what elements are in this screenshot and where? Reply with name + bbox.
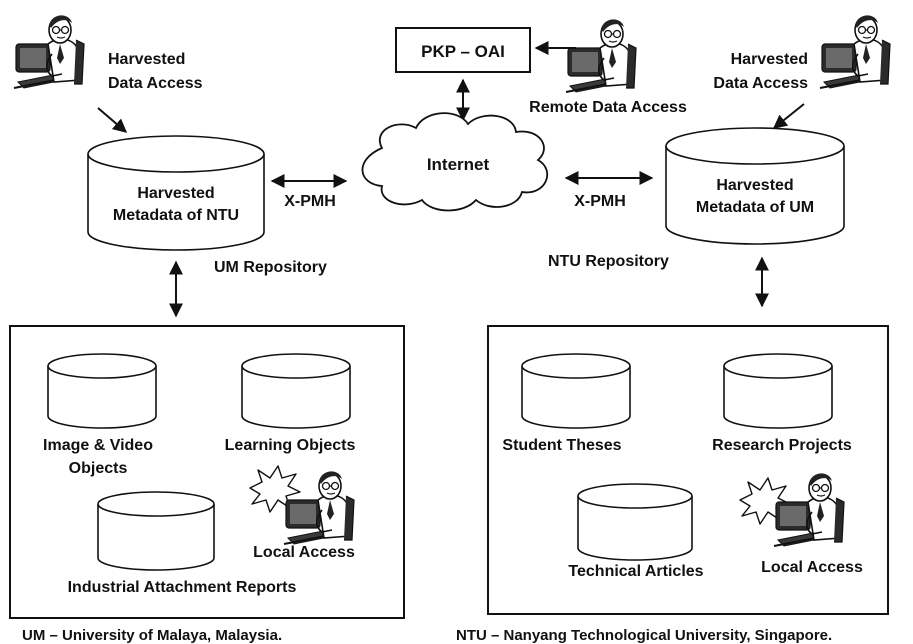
right-harvested-access-label-1: Harvested xyxy=(731,51,808,68)
um-repository-label: UM Repository xyxy=(214,259,327,276)
ntu-metadata-label-1: Harvested xyxy=(137,185,214,202)
technical-articles-label: Technical Articles xyxy=(568,563,703,580)
right-xpmh-label: X-PMH xyxy=(574,193,626,210)
um-caption: UM – University of Malaya, Malaysia. xyxy=(22,627,282,644)
image-video-label-1: Image & Video xyxy=(43,437,153,454)
left-harvested-access-label-2: Data Access xyxy=(108,75,203,92)
um-metadata-label-2: Metadata of UM xyxy=(696,199,814,216)
internet-label: Internet xyxy=(427,155,490,174)
research-projects-database xyxy=(723,353,833,429)
um-metadata-label-1: Harvested xyxy=(716,177,793,194)
image-video-database xyxy=(47,353,157,429)
pkp-oai-label: PKP – OAI xyxy=(421,42,505,61)
remote-data-access-label: Remote Data Access xyxy=(529,99,687,116)
student-theses-database xyxy=(521,353,631,429)
image-video-label-2: Objects xyxy=(69,460,128,477)
um-local-access-label: Local Access xyxy=(253,544,355,561)
research-projects-label: Research Projects xyxy=(712,437,852,454)
industrial-reports-label: Industrial Attachment Reports xyxy=(68,579,297,596)
ntu-metadata-database: Harvested Metadata of NTU xyxy=(87,135,265,251)
um-metadata-database: Harvested Metadata of UM xyxy=(665,127,845,245)
ntu-metadata-label-2: Metadata of NTU xyxy=(113,207,239,224)
right-harvester-user-icon xyxy=(819,14,891,90)
internet-cloud: Internet xyxy=(361,112,549,212)
ntu-caption: NTU – Nanyang Technological University, … xyxy=(456,627,832,644)
left-harvested-access-label-1: Harvested xyxy=(108,51,185,68)
pkp-oai-box: PKP – OAI xyxy=(395,27,531,73)
student-theses-label: Student Theses xyxy=(502,437,621,454)
learning-objects-label: Learning Objects xyxy=(225,437,356,454)
left-harvester-user-icon xyxy=(13,14,85,90)
left-xpmh-label: X-PMH xyxy=(284,193,336,210)
left-access-arrow xyxy=(97,107,128,133)
industrial-reports-database xyxy=(97,491,215,571)
learning-objects-database xyxy=(241,353,351,429)
right-harvested-access-label-2: Data Access xyxy=(713,75,808,92)
right-access-arrow xyxy=(772,103,805,129)
ntu-local-access-label: Local Access xyxy=(761,559,863,576)
remote-user-icon xyxy=(565,18,637,93)
ntu-repository-label: NTU Repository xyxy=(548,253,669,270)
technical-articles-database xyxy=(577,483,693,561)
